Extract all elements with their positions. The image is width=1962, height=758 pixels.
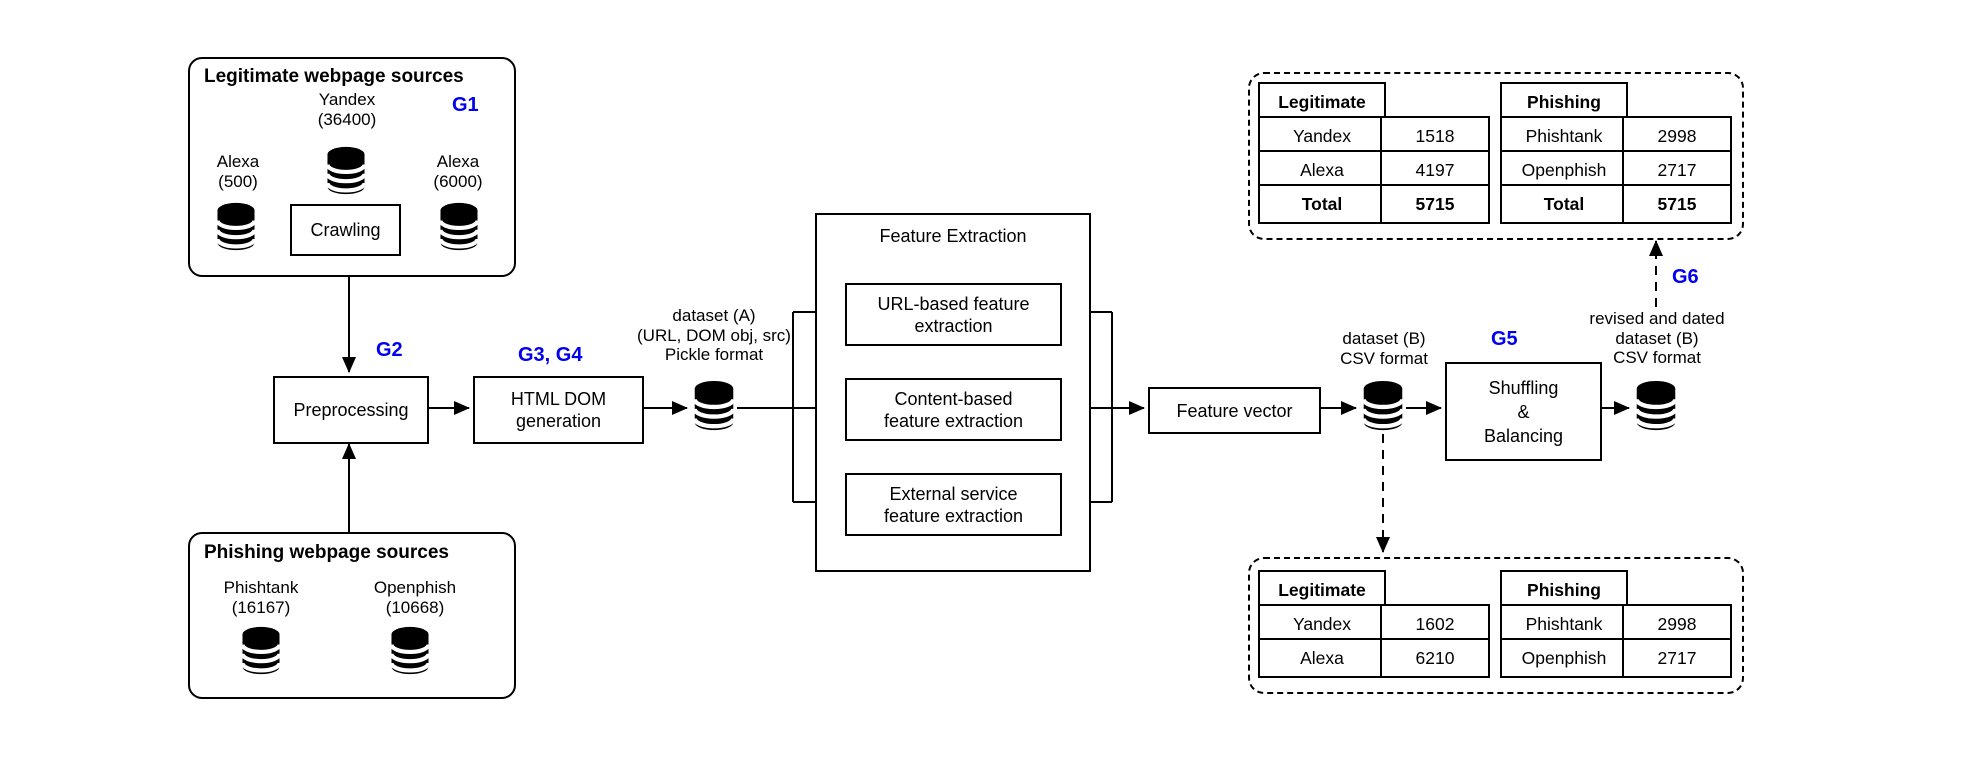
table-row: Yandex: [1258, 604, 1386, 644]
table-row: 4197: [1380, 150, 1490, 190]
g6-label: G6: [1672, 266, 1699, 288]
dataset-a-label: dataset (A) (URL, DOM obj, src) Pickle f…: [637, 306, 791, 364]
table-row: 1518: [1380, 116, 1490, 156]
phishing-sources-title: Phishing webpage sources: [204, 542, 449, 563]
preprocessing-box: Preprocessing: [273, 376, 429, 444]
dataset-b-label: dataset (B) CSV format: [1340, 329, 1428, 368]
table-row: 1602: [1380, 604, 1490, 644]
phishtank-label: Phishtank (16167): [223, 578, 299, 617]
table-total-row: Total: [1258, 184, 1386, 224]
revised-dataset-b-database-icon: [1633, 380, 1679, 432]
table-row: Openphish: [1500, 638, 1628, 678]
alexa-6000-label: Alexa (6000): [433, 152, 483, 191]
phishing-sources-box: [188, 532, 516, 699]
html-dom-generation-box: HTML DOM generation: [473, 376, 644, 444]
table-row: 2998: [1622, 604, 1732, 644]
g5-label: G5: [1491, 328, 1518, 350]
phishtank-database-icon: [238, 626, 284, 676]
openphish-label: Openphish (10668): [373, 578, 457, 617]
content-feature-extraction-box: Content-based feature extraction: [845, 378, 1062, 441]
table-total-row: Total: [1500, 184, 1628, 224]
legitimate-sources-title: Legitimate webpage sources: [204, 66, 464, 87]
feature-vector-box: Feature vector: [1148, 387, 1321, 434]
external-feature-extraction-box: External service feature extraction: [845, 473, 1062, 536]
crawling-box: Crawling: [290, 204, 401, 256]
dataset-a-database-icon: [691, 380, 737, 432]
table-total-row: 5715: [1622, 184, 1732, 224]
yandex-database-icon: [323, 146, 369, 196]
table-row: Alexa: [1258, 638, 1386, 678]
yandex-source-label: Yandex (36400): [317, 90, 377, 129]
feature-extraction-title: Feature Extraction: [879, 226, 1027, 246]
shuffling-balancing-box: Shuffling & Balancing: [1445, 362, 1602, 461]
alexa-6000-database-icon: [436, 202, 482, 252]
table-row: 6210: [1380, 638, 1490, 678]
table-row: 2717: [1622, 638, 1732, 678]
g1-label: G1: [452, 94, 479, 116]
table-row: Alexa: [1258, 150, 1386, 190]
alexa-500-label: Alexa (500): [216, 152, 260, 191]
datasetb-legitimate-header: Legitimate: [1258, 570, 1386, 610]
url-feature-extraction-box: URL-based feature extraction: [845, 283, 1062, 346]
table-row: Openphish: [1500, 150, 1628, 190]
revised-dataset-b-label: revised and dated dataset (B) CSV format: [1589, 309, 1725, 367]
dataset-b-database-icon: [1360, 380, 1406, 432]
table-total-row: 5715: [1380, 184, 1490, 224]
g2-label: G2: [376, 339, 403, 361]
g3-g4-label: G3, G4: [518, 344, 583, 366]
openphish-database-icon: [387, 626, 433, 676]
alexa-500-database-icon: [213, 202, 259, 252]
